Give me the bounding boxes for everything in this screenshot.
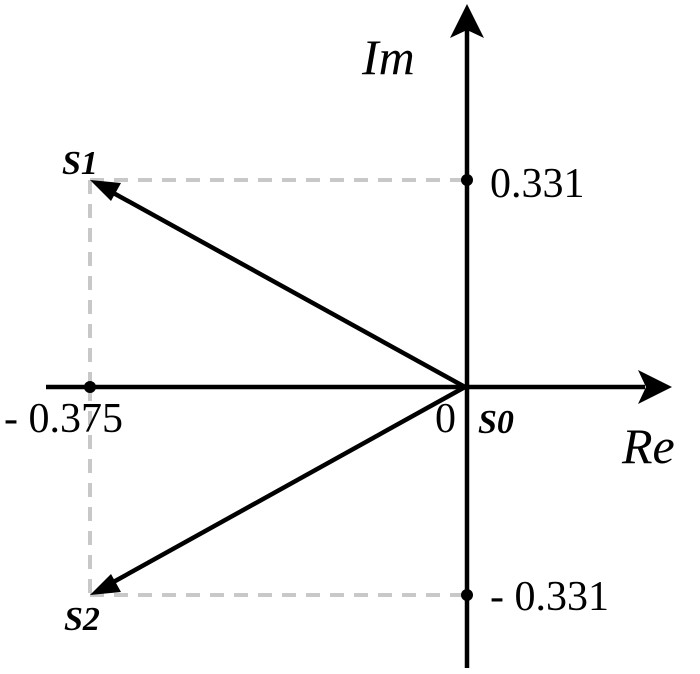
real-axis-label: Re xyxy=(621,418,675,474)
vector-s2-arrowhead xyxy=(90,574,121,595)
point-dot-imag-positive xyxy=(461,174,473,186)
point-label-s2: S2 xyxy=(64,601,100,638)
vector-s1-arrowhead xyxy=(90,180,121,201)
point-label-s2-sub: 2 xyxy=(82,601,100,638)
real-axis-arrowhead xyxy=(638,370,672,404)
point-label-s0: S0 xyxy=(478,404,514,441)
tick-label-imag-positive: 0.331 xyxy=(490,161,585,207)
point-label-s2-main: S xyxy=(64,601,83,638)
point-label-s0-main: S xyxy=(478,404,497,441)
origin-label: 0 xyxy=(435,396,456,442)
point-label-s0-sub: 0 xyxy=(497,404,514,441)
vector-s1 xyxy=(106,188,467,389)
imag-axis-arrowhead xyxy=(450,4,484,38)
point-label-s1-sub: 1 xyxy=(81,145,98,182)
tick-label-imag-negative: - 0.331 xyxy=(490,574,609,620)
point-label-s1-main: S xyxy=(62,145,81,182)
tick-label-real-negative: - 0.375 xyxy=(4,396,123,442)
point-dot-real-negative xyxy=(84,381,96,393)
vector-s2 xyxy=(106,385,467,587)
point-label-s1: S1 xyxy=(62,145,98,182)
point-dot-imag-negative xyxy=(461,589,473,601)
imag-axis-label: Im xyxy=(361,29,415,85)
